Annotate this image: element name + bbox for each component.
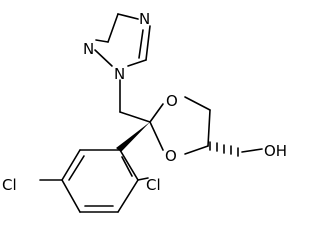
atom-cl-left: Cl [2, 176, 17, 194]
bond-ar-cl-right [137, 177, 149, 181]
dichlorophenyl-ring [61, 149, 139, 213]
bond-ar-2-3 [117, 179, 139, 213]
bond-triazole-n-n [94, 49, 113, 67]
hashed-bond-c4-ch2 [209, 141, 239, 157]
bond-o-lower-c2 [149, 121, 164, 151]
bond-ar-4-5 [61, 179, 81, 213]
bond-triazole-c-top [107, 13, 119, 43]
atom-o-lower: O [165, 147, 177, 165]
bond-ar-5-6-inner [68, 155, 85, 181]
bond-triazole-top [117, 13, 139, 20]
bond-ch2-quaternary-c [119, 111, 151, 123]
bond-triazole-c-right-outer [145, 25, 151, 61]
atom-hydroxyl: OH [264, 142, 287, 160]
chemical-structure-diagram: N N N O O OH Cl Cl [2, 10, 287, 213]
bond-ar-5-6 [61, 149, 81, 181]
bond-c2-o-upper [149, 103, 164, 123]
bond-triazole-double-outer [95, 39, 109, 43]
atom-n-top: N [139, 10, 150, 28]
atom-cl-right: Cl [146, 176, 161, 194]
dioxolane-ring [149, 96, 211, 155]
bond-o-upper-ch2 [184, 96, 211, 111]
atom-n-link: N [114, 65, 125, 83]
bond-ar-1-2 [119, 149, 139, 181]
triazole-ring [94, 13, 151, 67]
atom-n-left: N [83, 40, 94, 58]
atom-o-upper: O [166, 92, 178, 110]
bond-ch2-oh [241, 148, 263, 153]
bond-ar-1-2-inner [121, 156, 133, 177]
wedge-bond-c2-aryl [116, 122, 150, 152]
bond-triazole-bottom-right [127, 59, 147, 67]
bond-c4-o-lower [184, 145, 209, 155]
bond-triazole-c-right-inner [138, 29, 144, 59]
bond-ch2-c4 [207, 109, 211, 147]
